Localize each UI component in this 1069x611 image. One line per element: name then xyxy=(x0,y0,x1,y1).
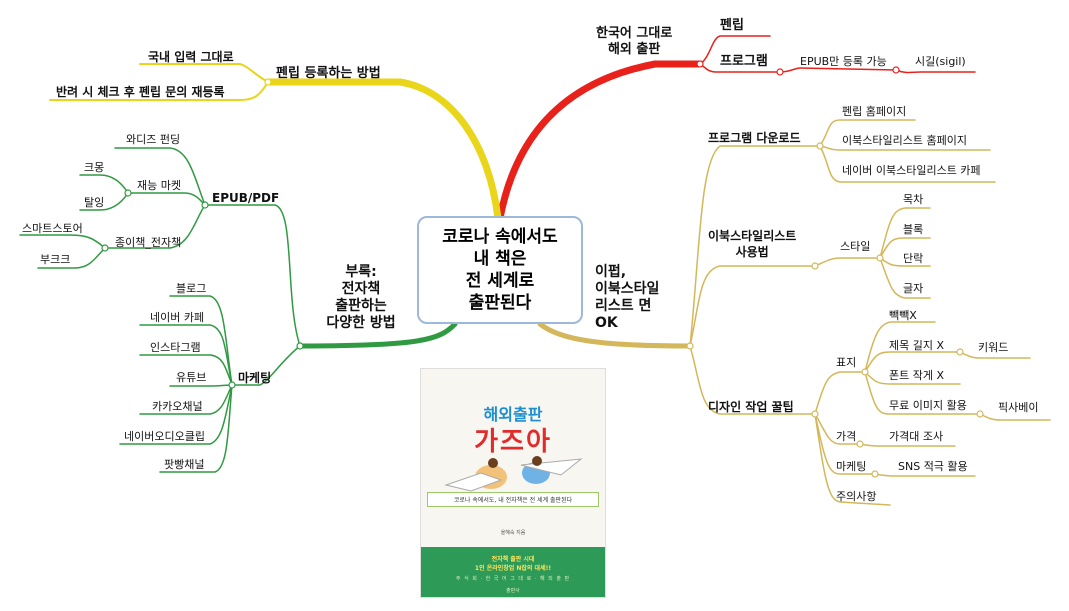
price-item-research[interactable]: 가격대 조사 xyxy=(889,430,944,443)
topic-ebookstylist-usage[interactable]: 이북스타일리스트 사용법 xyxy=(708,228,796,260)
marketing-item-naver-audioclip[interactable]: 네이버오디오클립 xyxy=(124,430,205,443)
cover-band-line-2: 1인 온라인창업 N잡의 대세!! xyxy=(474,565,552,572)
topic-design-tips[interactable]: 디자인 작업 꿀팁 xyxy=(708,400,794,414)
cover-subtitle: 코로나 속에서도, 내 전자책은 전 세계 출판된다 xyxy=(427,492,599,507)
cover-band-line-3: 주 식 회 · 한 국 어 그 대 로 · 해 외 출 판 xyxy=(455,576,571,582)
topic-epub-pdf[interactable]: EPUB/PDF xyxy=(212,191,280,205)
topic-program-download[interactable]: 프로그램 다운로드 xyxy=(708,131,801,145)
style-item-paragraph[interactable]: 단락 xyxy=(903,252,924,265)
green-branch-title[interactable]: 부록: 전자책 출판하는 다양한 방법 xyxy=(318,264,404,332)
green-branch-title-line-4: 다양한 방법 xyxy=(326,315,396,331)
central-topic-line-1: 코로나 속에서도 xyxy=(442,227,558,247)
cover-item-pixabay[interactable]: 픽사베이 xyxy=(998,401,1039,414)
olive-main-branch xyxy=(537,321,693,349)
cover-bottom-band xyxy=(421,547,605,597)
usage-title-line-2: 사용법 xyxy=(735,245,769,259)
topic-style[interactable]: 스타일 xyxy=(840,240,871,253)
topic-domestic-input[interactable]: 국내 입력 그대로 xyxy=(148,50,234,64)
topic-reject-reregister[interactable]: 반려 시 체크 후 펜립 문의 재등록 xyxy=(56,85,225,99)
green-main-branch xyxy=(297,321,458,349)
cover-item-keyword[interactable]: 키워드 xyxy=(978,341,1009,354)
marketing-item-youtube[interactable]: 유튜브 xyxy=(176,371,207,384)
topic-smartstore[interactable]: 스마트스토어 xyxy=(22,222,83,235)
style-item-character[interactable]: 글자 xyxy=(903,282,924,295)
marketing-item-instagram[interactable]: 인스타그램 xyxy=(150,341,201,354)
green-branch-title-line-1: 부록: xyxy=(345,264,377,280)
red-branch-title[interactable]: 한국어 그대로 해외 출판 xyxy=(596,26,672,58)
marketing-item-kakao-channel[interactable]: 카카오채널 xyxy=(152,400,203,413)
style-item-block[interactable]: 블록 xyxy=(903,223,924,236)
topic-epub-only[interactable]: EPUB만 등록 가능 xyxy=(800,55,887,68)
cover-publisher: 출판사 xyxy=(506,588,520,594)
cover-item-small-font[interactable]: 폰트 작게 X xyxy=(889,369,945,382)
cover-illustration xyxy=(444,456,583,492)
yellow-branch-title[interactable]: 펜립 등록하는 방법 xyxy=(276,66,381,81)
usage-title-line-1: 이북스타일리스트 xyxy=(708,229,797,243)
central-topic-line-3: 전 세계로 xyxy=(465,271,535,291)
central-topic-line-2: 내 책은 xyxy=(473,249,527,269)
olive-branch-title-line-4: OK xyxy=(595,315,618,331)
cover-item-not-busy[interactable]: 빽빽X xyxy=(889,309,917,322)
topic-taling[interactable]: 탈잉 xyxy=(84,196,105,209)
cover-title-main: 가즈아 xyxy=(474,427,552,457)
cover-author: 을혜숙 지음 xyxy=(500,530,526,536)
marketing-item-blog[interactable]: 블로그 xyxy=(176,282,207,295)
style-item-toc[interactable]: 목차 xyxy=(903,193,924,206)
cover-item-free-image[interactable]: 무료 이미지 활용 xyxy=(889,399,967,412)
topic-bookk[interactable]: 부크크 xyxy=(40,253,71,266)
central-topic-line-4: 출판된다 xyxy=(468,293,532,313)
olive-branch-title-line-1: 이펍, xyxy=(595,264,627,280)
central-topic[interactable]: 코로나 속에서도 내 책은 전 세계로 출판된다 xyxy=(417,216,583,324)
topic-sigil[interactable]: 시길(sigil) xyxy=(915,55,966,68)
marketing-item-sns[interactable]: SNS 적극 활용 xyxy=(898,460,968,473)
download-item-ebookstylist-home[interactable]: 이북스타일리스트 홈페이지 xyxy=(842,134,967,147)
topic-cover[interactable]: 표지 xyxy=(836,356,857,369)
green-branch-title-line-3: 출판하는 xyxy=(335,298,387,314)
topic-kmong[interactable]: 크몽 xyxy=(84,161,105,174)
green-branch-title-line-2: 전자책 xyxy=(341,281,381,297)
yellow-main-branch xyxy=(264,78,502,222)
red-main-branch xyxy=(496,60,704,222)
cover-item-short-title[interactable]: 제목 길지 X xyxy=(889,339,945,352)
topic-caution[interactable]: 주의사항 xyxy=(836,490,877,503)
red-branch-title-line-1: 한국어 그대로 xyxy=(596,26,673,41)
olive-branch-title[interactable]: 이펍, 이북스타일 리스트 면 OK xyxy=(595,264,659,332)
marketing-item-naver-cafe[interactable]: 네이버 카페 xyxy=(150,311,205,324)
marketing-item-podbbang[interactable]: 팟빵채널 xyxy=(164,458,205,471)
olive-branch-title-line-3: 리스트 면 xyxy=(595,298,652,314)
topic-design-marketing[interactable]: 마케팅 xyxy=(836,460,867,473)
cover-band-line-1: 전자책 출판 시대 xyxy=(491,556,535,563)
red-branch-title-line-2: 해외 출판 xyxy=(607,42,661,57)
cover-title-top: 해외출판 xyxy=(483,405,543,424)
topic-wadiz[interactable]: 와디즈 펀딩 xyxy=(126,133,181,146)
topic-pentip[interactable]: 펜립 xyxy=(720,18,744,33)
download-item-pentip-home[interactable]: 펜립 홈페이지 xyxy=(842,105,907,118)
topic-price[interactable]: 가격 xyxy=(836,430,857,443)
topic-green-marketing[interactable]: 마케팅 xyxy=(238,371,272,385)
topic-paper-ebook[interactable]: 종이책_전자책 xyxy=(115,236,182,249)
olive-branch-title-line-2: 이북스타일 xyxy=(595,281,660,297)
topic-program[interactable]: 프로그램 xyxy=(720,54,768,69)
book-cover-image: 해외출판 가즈아 코로나 속에서도, 내 전자책은 전 세계 출판된다 을혜숙 … xyxy=(420,368,606,598)
topic-talent-market[interactable]: 재능 마켓 xyxy=(137,179,181,192)
download-item-ebookstylist-cafe[interactable]: 네이버 이북스타일리스트 카페 xyxy=(842,164,981,177)
